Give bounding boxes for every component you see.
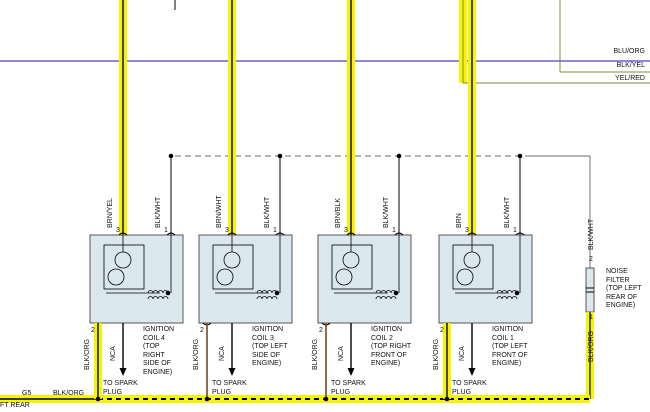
coil1-pin2-label: 2 — [440, 327, 444, 334]
coil3-bus-junction — [277, 153, 283, 159]
coil1-label: IGNITION COIL 1 (TOP LEFT FRONT OF ENGIN… — [492, 326, 528, 367]
coil3-pin1-label: 1 — [273, 227, 277, 234]
coil1-igniter-box — [452, 244, 494, 290]
coil2-wire1-label: BLK/WHT — [383, 196, 390, 228]
coil2-winding-secondary-4 — [390, 296, 397, 300]
coil1-spark-label: TO SPARK PLUG — [452, 380, 487, 396]
coil4-ground-junction — [95, 396, 101, 402]
wire-label-blu-org: BLU/ORG — [613, 48, 645, 55]
coil2-bus-junction — [396, 153, 402, 159]
coil4-igniter-box — [103, 244, 145, 290]
coil1-nca-label: NCA — [459, 346, 466, 361]
coil3-igniter-box — [212, 244, 254, 290]
coil3-transistor-2 — [216, 268, 234, 286]
coil2-ground-junction — [323, 396, 329, 402]
coil2-nca-label: NCA — [338, 346, 345, 361]
coil4-bus-junction — [168, 153, 174, 159]
coil2-pin1-terminal — [394, 232, 404, 236]
coil2-box — [317, 234, 412, 324]
coil4-pin1-terminal — [166, 232, 176, 236]
noise-filter-pin-bottom: 1 — [589, 314, 593, 321]
coil3-wire3-label: BRN/WHT — [216, 195, 223, 228]
coil3-pin3-label: 3 — [225, 227, 229, 234]
coil1-spark-arrow — [468, 368, 476, 376]
coil1-pin1-label: 1 — [513, 227, 517, 234]
coil3-box — [198, 234, 293, 324]
coil2-transistor-2 — [335, 268, 353, 286]
coil1-pin3-label: 3 — [465, 227, 469, 234]
coil2-spark-label: TO SPARK PLUG — [331, 380, 366, 396]
coil4-nca-label: NCA — [110, 346, 117, 361]
coil4-wire1-label: BLK/WHT — [155, 196, 162, 228]
coil4-spark-label: TO SPARK PLUG — [103, 380, 138, 396]
coil4-pin2-label: 2 — [91, 327, 95, 334]
coil3-spark-arrow — [228, 368, 236, 376]
coil3-nca-label: NCA — [219, 346, 226, 361]
coil3-pin2-label: 2 — [200, 327, 204, 334]
ground-wire-label: BLK/ORG — [53, 390, 85, 397]
coil1-wire1-label: BLK/WHT — [504, 196, 511, 228]
noise-filter-pin-top: 2 — [589, 256, 593, 263]
coil4-spark-arrow — [119, 368, 127, 376]
noise-filter-wire-bottom: BLK/ORG — [588, 330, 595, 362]
coil4-wire3-label: BRN/YEL — [107, 198, 114, 228]
coil3-spark-label: TO SPARK PLUG — [212, 380, 247, 396]
coil2-pin2-label: 2 — [319, 327, 323, 334]
coil1-wire3-label: BRN — [456, 213, 463, 228]
coil4-transistor-2 — [107, 268, 125, 286]
coil2-spark-arrow — [347, 368, 355, 376]
coil2-pin3-terminal — [346, 232, 356, 236]
coil4-wire2-label: BLK/ORG — [84, 338, 91, 370]
coil1-wire2-label: BLK/ORG — [433, 338, 440, 370]
coil1-inner-junction — [514, 290, 520, 296]
ground-id: G5 — [22, 390, 32, 397]
coil2-igniter-box — [331, 244, 373, 290]
coil3-wire2-label: BLK/ORG — [193, 338, 200, 370]
coil3-pin1-terminal — [275, 232, 285, 236]
coil1-box — [438, 234, 533, 324]
coil2-label: IGNITION COIL 2 (TOP RIGHT FRONT OF ENGI… — [371, 326, 412, 367]
coil1-transistor-2 — [456, 268, 474, 286]
noise-filter-box — [585, 267, 595, 313]
noise-filter-wire-top: BLK/WHT — [588, 218, 595, 250]
coil3-ground-junction — [204, 396, 210, 402]
wire-label-yel-red: YEL/RED — [615, 75, 645, 82]
wire-label-blk-yel: BLK/YEL — [616, 62, 645, 69]
coil3-inner-junction — [274, 290, 280, 296]
coil1-pin3-terminal — [467, 232, 477, 236]
coil4-pin3-terminal — [118, 232, 128, 236]
coil3-wire1-label: BLK/WHT — [264, 196, 271, 228]
coil3-pin3-terminal — [227, 232, 237, 236]
coil2-pin1-label: 1 — [392, 227, 396, 234]
coil2-wire2-label: BLK/ORG — [312, 338, 319, 370]
ground-location: FT REAR — [0, 402, 30, 409]
coil1-winding-secondary-4 — [511, 296, 518, 300]
coil4-box — [89, 234, 184, 324]
coil4-winding-secondary-4 — [162, 296, 169, 300]
coil2-inner-junction — [393, 290, 399, 296]
coil3-label: IGNITION COIL 3 (TOP LEFT SIDE OF ENGINE… — [252, 326, 288, 367]
coil4-pin1-label: 1 — [164, 227, 168, 234]
coil3-winding-secondary-4 — [271, 296, 278, 300]
coil2-pin3-label: 3 — [344, 227, 348, 234]
noise-filter-label: NOISE FILTER (TOP LEFT REAR OF ENGINE) — [606, 268, 642, 309]
coil4-label: IGNITION COIL 4 (TOP RIGHT SIDE OF ENGIN… — [143, 326, 175, 376]
coil1-ground-junction — [444, 396, 450, 402]
coil1-bus-junction — [517, 153, 523, 159]
coil1-pin1-terminal — [515, 232, 525, 236]
coil4-pin3-label: 3 — [116, 227, 120, 234]
coil4-inner-junction — [165, 290, 171, 296]
coil2-wire3-label: BRN/BLK — [335, 198, 342, 228]
